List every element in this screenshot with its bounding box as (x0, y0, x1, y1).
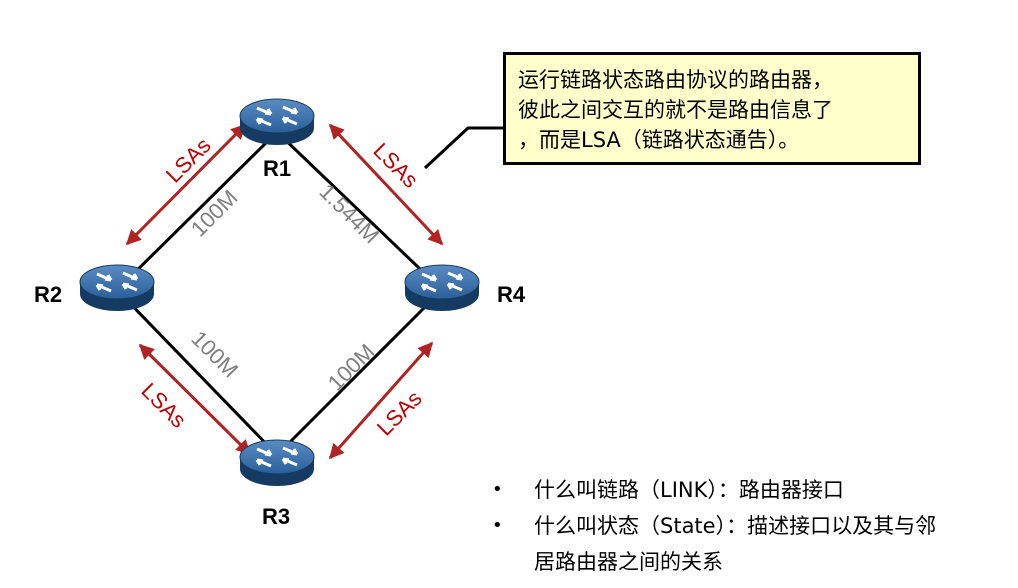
router-r3[interactable] (239, 439, 315, 486)
callout-line: ，而是LSA（链路状态通告）。 (518, 128, 800, 152)
callout-line: 运行链路状态路由协议的路由器， (518, 68, 833, 92)
router-arrows-icon (255, 446, 299, 468)
router-label-r3: R3 (262, 504, 290, 529)
router-label-r4: R4 (497, 282, 526, 307)
router-r4[interactable] (404, 264, 480, 311)
bandwidth-label-r2-r3: 100M (186, 326, 243, 383)
router-arrows-icon (255, 105, 299, 127)
bullet-state-definition: • 什么叫状态（State）：描述接口以及其与邻 居路由器之间的关系 (492, 508, 1012, 580)
router-arrows-icon (95, 271, 139, 293)
bandwidth-label-r3-r4: 100M (323, 339, 380, 396)
lsa-label-r3-r4: LSAs (372, 386, 427, 441)
bullet-link-definition: • 什么叫链路（LINK）：路由器接口 (492, 472, 1012, 508)
router-r2[interactable] (79, 264, 155, 311)
router-r1[interactable] (239, 98, 315, 145)
lsa-label-r1-r4: LSAs (368, 138, 423, 193)
lsa-arrow-r1-r4 (328, 123, 444, 246)
bullet-icon: • (492, 515, 503, 536)
bullet-text-line: 什么叫状态（State）：描述接口以及其与邻 (534, 514, 937, 538)
router-label-r1: R1 (263, 156, 291, 181)
lsa-arrow-r1-r2 (125, 123, 247, 246)
lsa-arrow-r3-r4 (328, 341, 434, 460)
lsa-arrow-r2-r3 (138, 343, 252, 456)
callout-pointer (423, 126, 503, 170)
router-label-r2: R2 (34, 282, 62, 307)
bullet-text: 什么叫链路（LINK）：路由器接口 (534, 478, 844, 502)
callout-box: 运行链路状态路由协议的路由器， 彼此之间交互的就不是路由信息了 ，而是LSA（链… (503, 52, 921, 165)
bullet-icon: • (492, 479, 503, 500)
link-r2-r3 (115, 288, 279, 457)
bandwidth-label-r1-r4: 1.544M (314, 179, 384, 249)
bullet-text-line: 居路由器之间的关系 (534, 550, 723, 574)
bullet-text: 什么叫状态（State）：描述接口以及其与邻 居路由器之间的关系 (534, 508, 1012, 580)
definition-list: • 什么叫链路（LINK）：路由器接口 • 什么叫状态（State）：描述接口以… (492, 472, 1012, 580)
lsa-label-r1-r2: LSAs (161, 133, 216, 188)
callout-line: 彼此之间交互的就不是路由信息了 (518, 98, 833, 122)
router-arrows-icon (420, 271, 464, 293)
